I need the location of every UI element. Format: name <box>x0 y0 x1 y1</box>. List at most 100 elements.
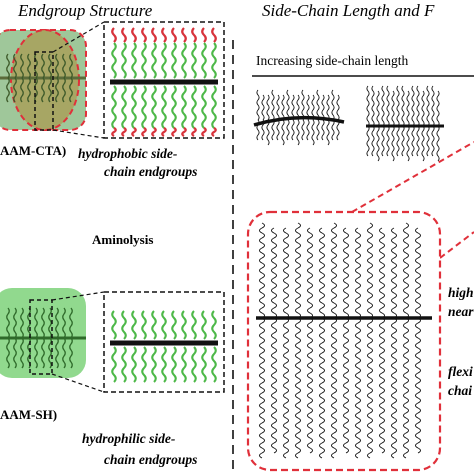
brush-side-chain <box>366 125 370 157</box>
cta-side-chains <box>6 53 73 103</box>
brush-side-chain <box>261 94 265 121</box>
brush-side-chain <box>366 85 370 127</box>
brush-side-chain <box>421 90 425 127</box>
side-chain-wave <box>211 42 217 79</box>
brush-side-chain <box>295 317 301 459</box>
side-chain-wave <box>191 310 197 340</box>
brush-zoom-line-bottom <box>439 231 474 259</box>
sh-polymer-label: AAM-SH) <box>0 407 57 422</box>
side-chain-wave <box>131 42 137 79</box>
polymer-side-chain <box>6 307 10 339</box>
medium-brush <box>366 85 444 162</box>
polymer-side-chain <box>69 307 73 339</box>
polymer-side-chain <box>13 53 17 79</box>
hydrophobic-label-line1: hydrophobic side- <box>78 146 178 161</box>
polymer-side-chain <box>69 337 73 369</box>
brush-side-chain <box>416 85 420 127</box>
cta-core <box>10 29 80 131</box>
short-brush-chains <box>256 89 340 146</box>
brush-side-chain <box>436 125 440 162</box>
brush-side-chain <box>391 227 397 319</box>
brush-side-chain <box>301 89 305 121</box>
polymer-side-chain <box>41 337 45 369</box>
endgroup-tip <box>131 27 137 43</box>
brush-side-chain <box>326 119 330 146</box>
polymer-side-chain <box>62 307 66 339</box>
cta-zoom-line-bottom <box>52 129 105 139</box>
side-chain-wave <box>171 42 177 79</box>
side-chain-wave <box>121 42 127 79</box>
hydrophobic-label-line2: chain endgroups <box>104 164 197 179</box>
endgroup-tip <box>201 127 207 137</box>
cta-zoom-inset <box>103 21 225 139</box>
polymer-side-chain <box>55 77 59 103</box>
endgroup-tip <box>171 27 177 43</box>
brush-side-chain <box>283 317 289 459</box>
brush-side-chain <box>371 85 375 127</box>
polymer-side-chain <box>55 307 59 339</box>
side-chain-wave <box>211 346 217 383</box>
brush-side-chain <box>281 119 285 146</box>
endgroup-tip <box>141 27 147 43</box>
brush-zoom-line-top <box>351 141 474 213</box>
brush-side-chain <box>367 317 373 459</box>
polymer-side-chain <box>48 337 52 369</box>
brush-side-chain <box>271 119 275 141</box>
endgroup-tip <box>201 27 207 43</box>
brush-side-chain <box>411 125 415 157</box>
brush-side-chain <box>311 94 315 121</box>
brush-side-chain <box>376 90 380 127</box>
side-chain-wave <box>121 346 127 383</box>
long-brush-chains <box>259 222 421 459</box>
brush-side-chain <box>415 317 421 454</box>
side-chain-wave <box>181 85 187 129</box>
brush-side-chain <box>343 317 349 454</box>
side-chain-wave <box>141 346 147 383</box>
side-chain-wave <box>111 310 117 340</box>
brush-side-chain <box>321 94 325 121</box>
brush-side-chain <box>271 89 275 121</box>
endgroup-tip <box>141 127 147 137</box>
side-chain-wave <box>111 346 117 383</box>
right-panel-title: Side-Chain Length and F <box>262 1 435 20</box>
brush-side-chain <box>403 222 409 319</box>
cta-polymer <box>0 29 87 131</box>
hydrophilic-label-line2: chain endgroups <box>104 452 197 467</box>
side-chain-wave <box>161 85 167 129</box>
brush-side-chain <box>301 119 305 141</box>
brush-side-chain <box>259 317 265 459</box>
side-chain-wave <box>111 42 117 79</box>
cta-zoom-box <box>34 51 54 131</box>
polymer-side-chain <box>69 53 73 79</box>
brush-side-chain <box>276 94 280 121</box>
side-chain-wave <box>201 42 207 79</box>
polymer-side-chain <box>27 77 31 103</box>
side-chain-wave <box>191 85 197 129</box>
brush-side-chain <box>319 227 325 319</box>
side-chain-wave <box>151 346 157 383</box>
side-label-2-line1: flexi <box>448 364 473 379</box>
brush-side-chain <box>436 90 440 127</box>
brush-side-chain <box>331 89 335 121</box>
brush-side-chain <box>321 119 325 141</box>
brush-side-chain <box>326 94 330 121</box>
brush-side-chain <box>401 125 405 157</box>
brush-side-chain <box>406 125 410 162</box>
polymer-side-chain <box>13 337 17 369</box>
brush-side-chain <box>371 125 375 157</box>
endgroup-tip <box>181 27 187 43</box>
brush-side-chain <box>411 85 415 127</box>
sh-zoom-line-top <box>51 291 105 301</box>
polymer-side-chain <box>62 53 66 79</box>
polymer-side-chain <box>6 53 10 79</box>
side-chain-wave <box>211 310 217 340</box>
brush-side-chain <box>386 125 390 157</box>
left-panel-title: Endgroup Structure <box>17 1 153 20</box>
brush-side-chain <box>396 125 400 157</box>
brush-side-chain <box>426 85 430 127</box>
polymer-side-chain <box>62 337 66 369</box>
brush-side-chain <box>396 85 400 127</box>
short-brush <box>253 89 345 146</box>
side-chain-wave <box>181 310 187 340</box>
polymer-side-chain <box>55 53 59 79</box>
